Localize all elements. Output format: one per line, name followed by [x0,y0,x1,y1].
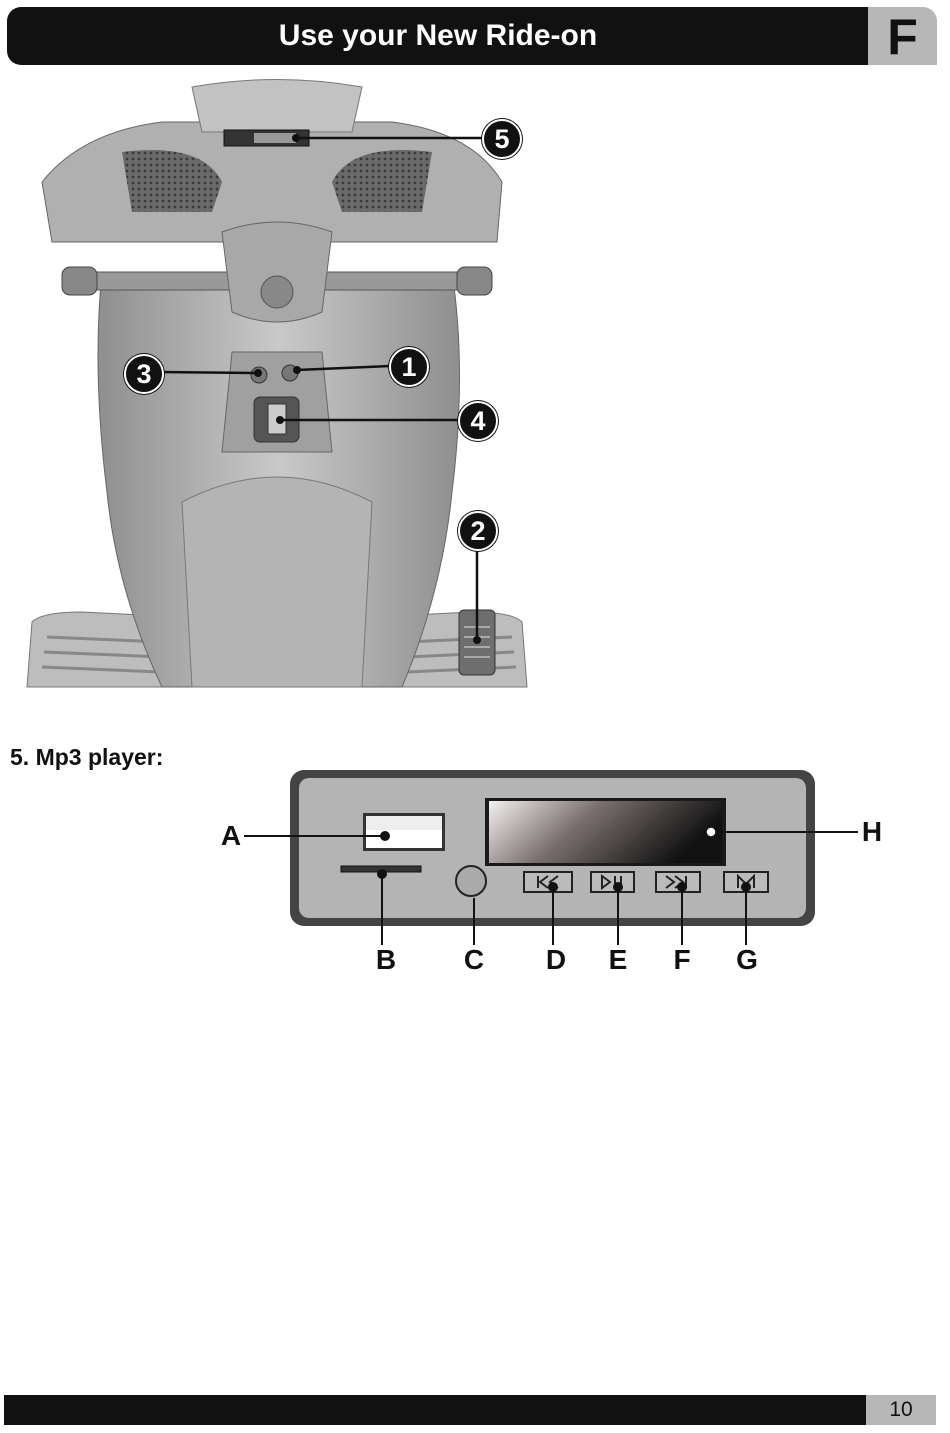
aux-jack [456,866,486,896]
prev-button [524,872,572,892]
mp3-display [489,801,722,863]
footer-bar [4,1395,866,1425]
mp3-label-c: C [454,944,494,976]
play-pause-button [591,872,634,892]
mp3-label-g: G [727,944,767,976]
mp3-label-e: E [598,944,638,976]
mp3-label-a: A [211,820,251,852]
mp3-label-b: B [366,944,406,976]
mp3-label-f: F [662,944,702,976]
page-number: 10 [866,1395,936,1425]
mp3-label-d: D [536,944,576,976]
mp3-label-h: H [852,816,892,848]
